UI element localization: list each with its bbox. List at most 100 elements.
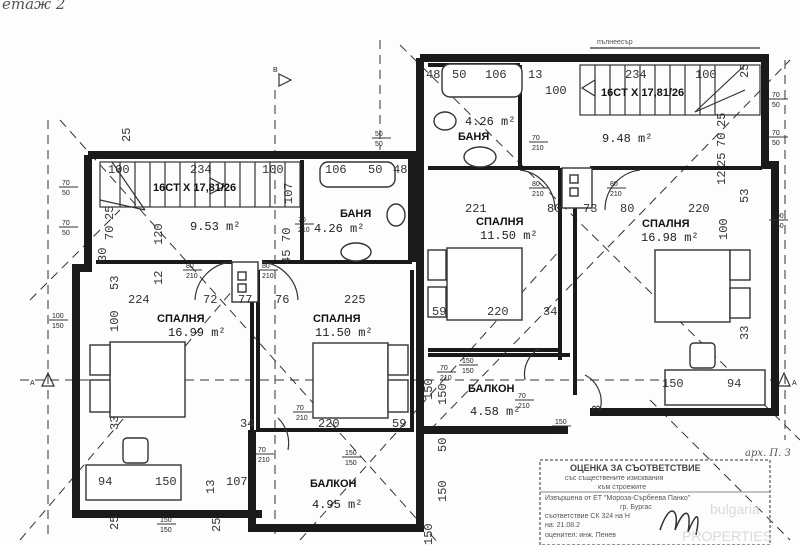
room-label: БАЛКОН <box>310 478 357 490</box>
opening-width: 70 <box>296 405 304 412</box>
bed-icon <box>312 342 389 419</box>
opening-height: 210 <box>298 227 310 234</box>
section-marker-left: A <box>30 371 55 387</box>
svg-text:224: 224 <box>128 293 150 307</box>
svg-text:100: 100 <box>108 310 122 332</box>
top-note: пълнеесър <box>597 39 633 46</box>
opening-width: 150 <box>462 358 474 365</box>
svg-text:12: 12 <box>715 171 729 185</box>
room-label: БАНЯ <box>340 208 371 220</box>
svg-text:34: 34 <box>543 305 557 319</box>
opening-width: 70 <box>772 130 780 137</box>
room-area: 4.26 m² <box>465 115 515 129</box>
left-bath-fixtures <box>319 161 406 262</box>
svg-text:220: 220 <box>487 305 509 319</box>
bed-icon <box>654 249 731 323</box>
room-area: 16.99 m² <box>168 326 226 340</box>
svg-text:225: 225 <box>344 293 366 307</box>
opening-width: 70 <box>532 135 540 142</box>
svg-text:B: B <box>273 67 278 74</box>
right-unit-walls <box>416 54 779 434</box>
opening-height: 150 <box>345 460 357 467</box>
chair-icon <box>689 342 716 369</box>
opening-height: 150 <box>772 223 784 230</box>
opening-width: 70 <box>772 92 780 99</box>
svg-text:25: 25 <box>210 518 224 532</box>
opening-height: 150 <box>555 429 567 436</box>
svg-text:съответствие СК 324 на Н: съответствие СК 324 на Н <box>545 513 630 520</box>
room-area: 4.95 m² <box>312 498 362 512</box>
room-label: БАЛКОН <box>468 383 515 395</box>
opening-height: 50 <box>62 230 70 237</box>
svg-text:100: 100 <box>717 218 731 240</box>
svg-text:59: 59 <box>392 417 406 431</box>
room-label: СПАЛНЯ <box>476 216 524 228</box>
door-swing <box>584 374 602 411</box>
right-bath-fixtures <box>433 63 523 168</box>
toilet-icon <box>386 203 406 227</box>
svg-text:на: 21.08.2: на: 21.08.2 <box>545 522 580 529</box>
opening-width: 70 <box>62 220 70 227</box>
watermark: PROPERTIES <box>682 528 772 544</box>
room-label: СПАЛНЯ <box>157 313 205 325</box>
opening-height: 210 <box>532 145 544 152</box>
right-staircase <box>579 64 761 116</box>
section-marker-right: A <box>777 371 797 387</box>
svg-text:150: 150 <box>422 378 436 400</box>
svg-text:100: 100 <box>262 163 284 177</box>
door-swing <box>523 347 541 381</box>
svg-text:25: 25 <box>103 206 117 220</box>
left-unit-labels: 16CT X 17,81/26 9.53 m² БАНЯ 4.26 m² СПА… <box>153 182 373 512</box>
opening-labels: 7050705010015080210802107021070210702101… <box>49 92 788 534</box>
room-label: 16CT X 17,81/26 <box>601 87 684 99</box>
svg-text:107: 107 <box>282 182 296 204</box>
bed-icon <box>446 247 523 321</box>
room-area: 9.53 m² <box>190 220 240 234</box>
svg-text:106: 106 <box>325 163 347 177</box>
room-area: 11.50 m² <box>480 229 538 243</box>
svg-text:13: 13 <box>528 68 542 82</box>
svg-text:59: 59 <box>432 305 446 319</box>
svg-text:34: 34 <box>240 417 254 431</box>
opening-width: 80 <box>610 181 618 188</box>
svg-text:106: 106 <box>485 68 507 82</box>
svg-text:гр. Бургас: гр. Бургас <box>620 504 652 511</box>
svg-text:220: 220 <box>688 202 710 216</box>
opening-height: 210 <box>532 191 544 198</box>
svg-text:107: 107 <box>226 475 248 489</box>
right-unit-labels: 16CT X 17,81/26 9.48 m² БАНЯ 4.26 m² СПА… <box>458 87 699 419</box>
door-swing <box>604 169 641 211</box>
svg-text:към строежите: към строежите <box>598 484 646 491</box>
svg-text:45: 45 <box>280 250 294 264</box>
svg-text:30: 30 <box>96 248 110 262</box>
svg-text:80: 80 <box>547 202 561 216</box>
svg-text:220: 220 <box>318 417 340 431</box>
room-area: 11.50 m² <box>315 326 373 340</box>
room-area: 4.58 m² <box>470 405 520 419</box>
opening-width: 80 <box>532 181 540 188</box>
opening-width: 70 <box>440 365 448 372</box>
section-marker-top: B <box>273 67 293 87</box>
opening-width: 100 <box>52 313 64 320</box>
room-area: 9.48 m² <box>602 132 652 146</box>
room-label: 16CT X 17,81/26 <box>153 182 236 194</box>
opening-width: 100 <box>772 213 784 220</box>
opening-width: 150 <box>345 450 357 457</box>
signature-icon <box>659 510 699 536</box>
room-label: СПАЛНЯ <box>313 313 361 325</box>
svg-text:150: 150 <box>436 480 450 502</box>
dimension-labels: 25 100 234 100 106 50 48 107 120 12 53 3… <box>96 64 752 545</box>
svg-text:50: 50 <box>368 163 382 177</box>
room-area: 16.98 m² <box>641 231 699 245</box>
svg-text:33: 33 <box>108 416 122 430</box>
opening-width: 150 <box>160 517 172 524</box>
door-swing <box>194 261 233 301</box>
opening-width: 50 <box>375 131 383 138</box>
svg-text:77: 77 <box>238 293 252 307</box>
desk-icon <box>85 464 182 501</box>
svg-text:Извършена от ЕТ "Мороза-Сърбее: Извършена от ЕТ "Мороза-Сърбеева Панко" <box>545 494 691 502</box>
desk-icon <box>664 369 766 406</box>
svg-text:150: 150 <box>422 523 436 545</box>
svg-text:48: 48 <box>426 68 440 82</box>
door-swing <box>261 261 299 301</box>
